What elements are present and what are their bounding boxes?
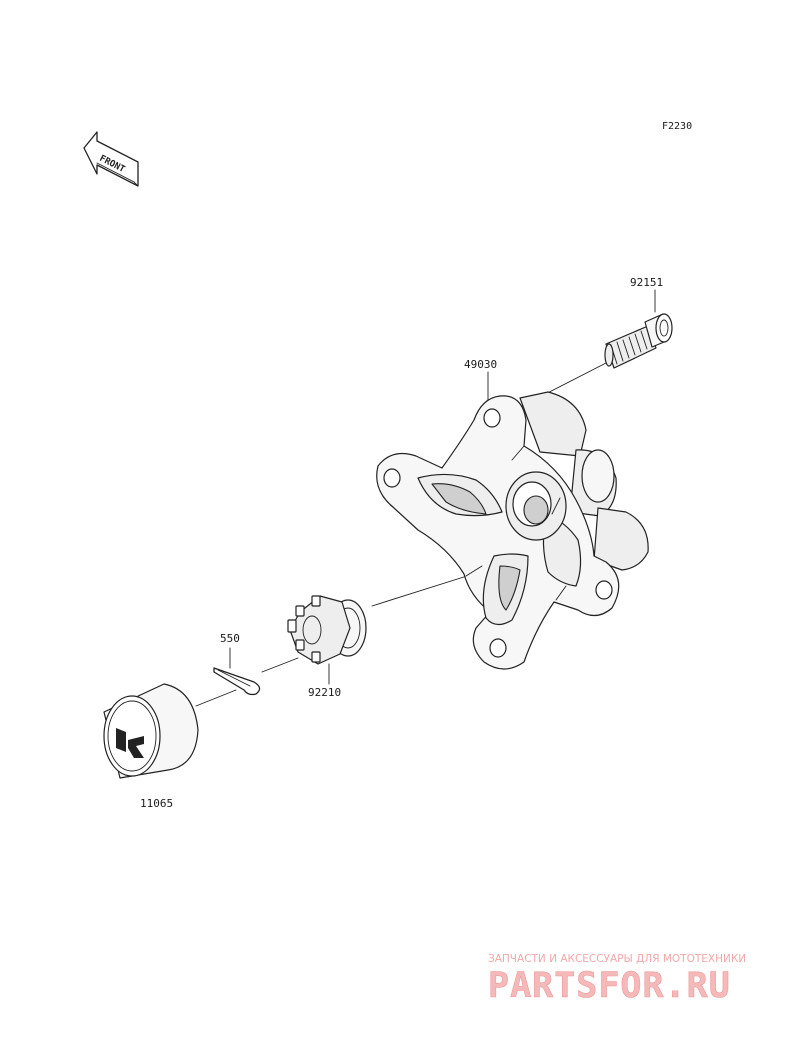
part-label-92151: 92151 (630, 276, 663, 289)
kawasaki-logo-icon (116, 728, 144, 758)
watermark-subtitle: ЗАПЧАСТИ И АКСЕССУАРЫ ДЛЯ МОТОТЕХНИКИ (488, 953, 746, 965)
stud-bolt-part (604, 313, 673, 369)
cotter-pin-part (213, 667, 261, 696)
wheel-hub-part (376, 391, 649, 670)
part-label-92210: 92210 (308, 686, 341, 699)
watermark-brand: PARTSFOR.RU (488, 966, 731, 1006)
front-arrow-icon: FRONT (83, 131, 139, 187)
diagram-code: F2230 (662, 121, 692, 132)
part-label-550: 550 (220, 632, 240, 645)
part-label-49030: 49030 (464, 358, 497, 371)
watermark: ЗАПЧАСТИ И АКСЕССУАРЫ ДЛЯ МОТОТЕХНИКИ PA… (488, 953, 746, 1006)
part-label-11065: 11065 (140, 797, 173, 810)
castle-nut-part (287, 595, 367, 665)
hub-cap-part (103, 683, 199, 779)
part-labels: 92151 49030 550 92210 11065 (140, 276, 663, 810)
